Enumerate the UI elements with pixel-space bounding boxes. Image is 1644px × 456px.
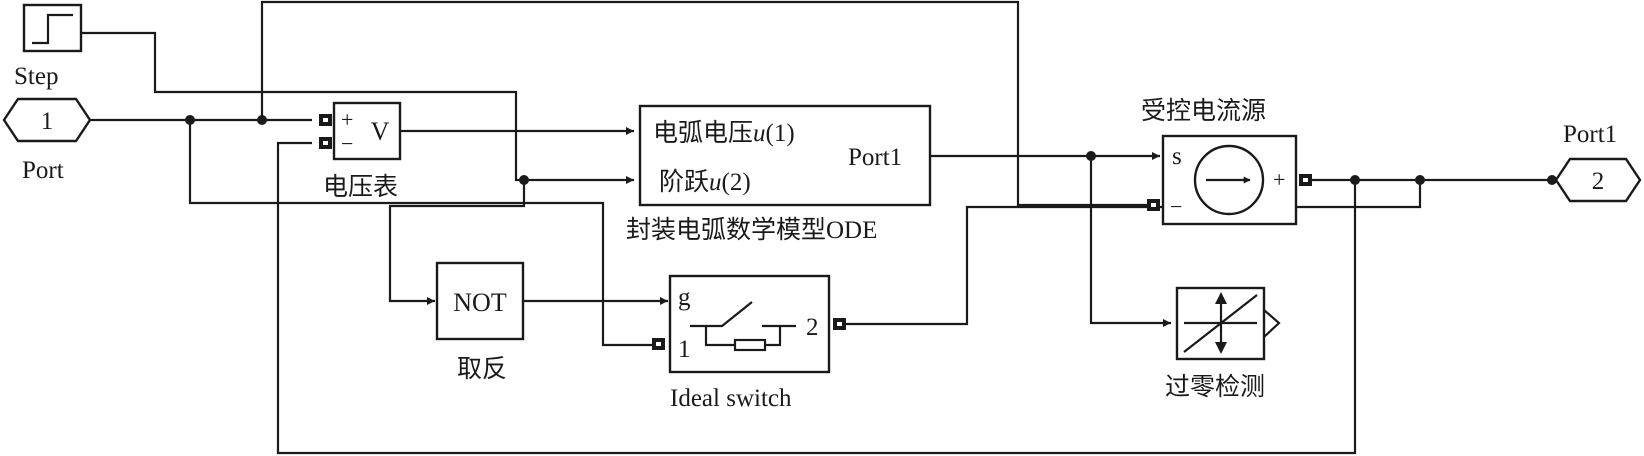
port-in-label: Port	[22, 157, 64, 184]
port-out-number: 2	[1592, 168, 1605, 195]
arrow-down-icon	[1215, 342, 1227, 354]
arc-model-in1-idx: (1)	[766, 120, 795, 147]
arc-model-body[interactable]	[638, 104, 932, 207]
ideal-switch-1-text: 1	[678, 336, 691, 363]
resistor-icon	[733, 338, 767, 352]
arc-model-in2-label: 阶跃u(2)	[659, 168, 751, 196]
arc-model-in2-var: u	[709, 169, 722, 196]
wire-switch2-to-output	[846, 180, 1422, 326]
junction-dot	[1086, 151, 1096, 161]
junction-dot	[1547, 175, 1557, 185]
arc-model-in1-label: 电弧电压u(1)	[653, 119, 795, 147]
not-gate-text: NOT	[453, 288, 507, 317]
zero-cross-out-chevron-icon	[1263, 309, 1281, 338]
ccs-minus-text: −	[1170, 194, 1182, 219]
ccs-s-text: s	[1172, 143, 1182, 170]
junctions	[185, 115, 1557, 185]
ccs-label: 受控电流源	[1141, 97, 1266, 125]
arc-model-out-label: Port1	[848, 144, 902, 171]
voltmeter-label: 电压表	[323, 173, 398, 201]
wire-to-zero-cross	[1089, 156, 1171, 327]
step-block[interactable]: Step	[14, 3, 83, 90]
voltmeter-block[interactable]: + − V 电压表	[319, 101, 402, 201]
step-icon	[32, 13, 73, 45]
zero-cross-label: 过零检测	[1165, 373, 1265, 401]
ideal-switch-g-text: g	[678, 284, 691, 311]
voltmeter-plus-sign: +	[341, 107, 353, 132]
ideal-switch-label: Ideal switch	[670, 385, 792, 412]
not-gate-body[interactable]	[435, 261, 525, 341]
junction-dot	[519, 175, 529, 185]
wire-step-to-arc-in2	[82, 31, 634, 184]
ccs-block[interactable]: s − + 受控电流源	[1141, 97, 1312, 226]
wire-top-loop	[260, 0, 1148, 207]
voltmeter-body[interactable]	[332, 101, 402, 161]
not-gate-label: 取反	[457, 355, 507, 383]
voltmeter-v-text: V	[371, 117, 390, 146]
port-out-block[interactable]: 2 Port1	[1554, 121, 1642, 203]
arc-model-in1-var: u	[753, 120, 766, 147]
wire-step-to-not	[388, 180, 526, 305]
not-gate-block[interactable]: NOT 取反	[435, 261, 525, 383]
arc-model-in1-text: 电弧电压	[653, 119, 753, 147]
arc-model-block[interactable]: 电弧电压u(1) 阶跃u(2) Port1 封装电弧数学模型ODE	[626, 104, 932, 244]
wire-port-branch-down	[188, 120, 652, 347]
voltmeter-minus-sign: −	[341, 131, 353, 156]
port-out-shape[interactable]	[1554, 157, 1642, 203]
wire-voltmeter-minus-loop	[276, 141, 1357, 455]
step-label: Step	[14, 63, 58, 90]
arc-model-label: 封装电弧数学模型ODE	[626, 216, 877, 244]
ideal-switch-block[interactable]: g 1 2 Ideal switch	[652, 274, 846, 412]
junction-dot	[257, 115, 267, 125]
ideal-switch-2-text: 2	[806, 314, 819, 341]
junction-dot	[185, 115, 195, 125]
switch-resistor-path-icon	[704, 326, 782, 347]
port-in-block[interactable]: 1 Port	[2, 97, 92, 184]
arrow-up-icon	[1215, 292, 1227, 304]
arc-model-in2-idx: (2)	[722, 169, 751, 196]
port-in-shape[interactable]	[2, 97, 92, 143]
zero-cross-block[interactable]: 过零检测	[1165, 286, 1281, 401]
junction-dot	[1415, 175, 1425, 185]
ccs-plus-text: +	[1273, 167, 1285, 192]
port-out-label: Port1	[1563, 121, 1617, 148]
port-in-number: 1	[41, 108, 54, 135]
junction-dot	[1350, 175, 1360, 185]
ideal-switch-body[interactable]	[668, 274, 831, 374]
arc-model-in2-text: 阶跃	[659, 168, 709, 196]
